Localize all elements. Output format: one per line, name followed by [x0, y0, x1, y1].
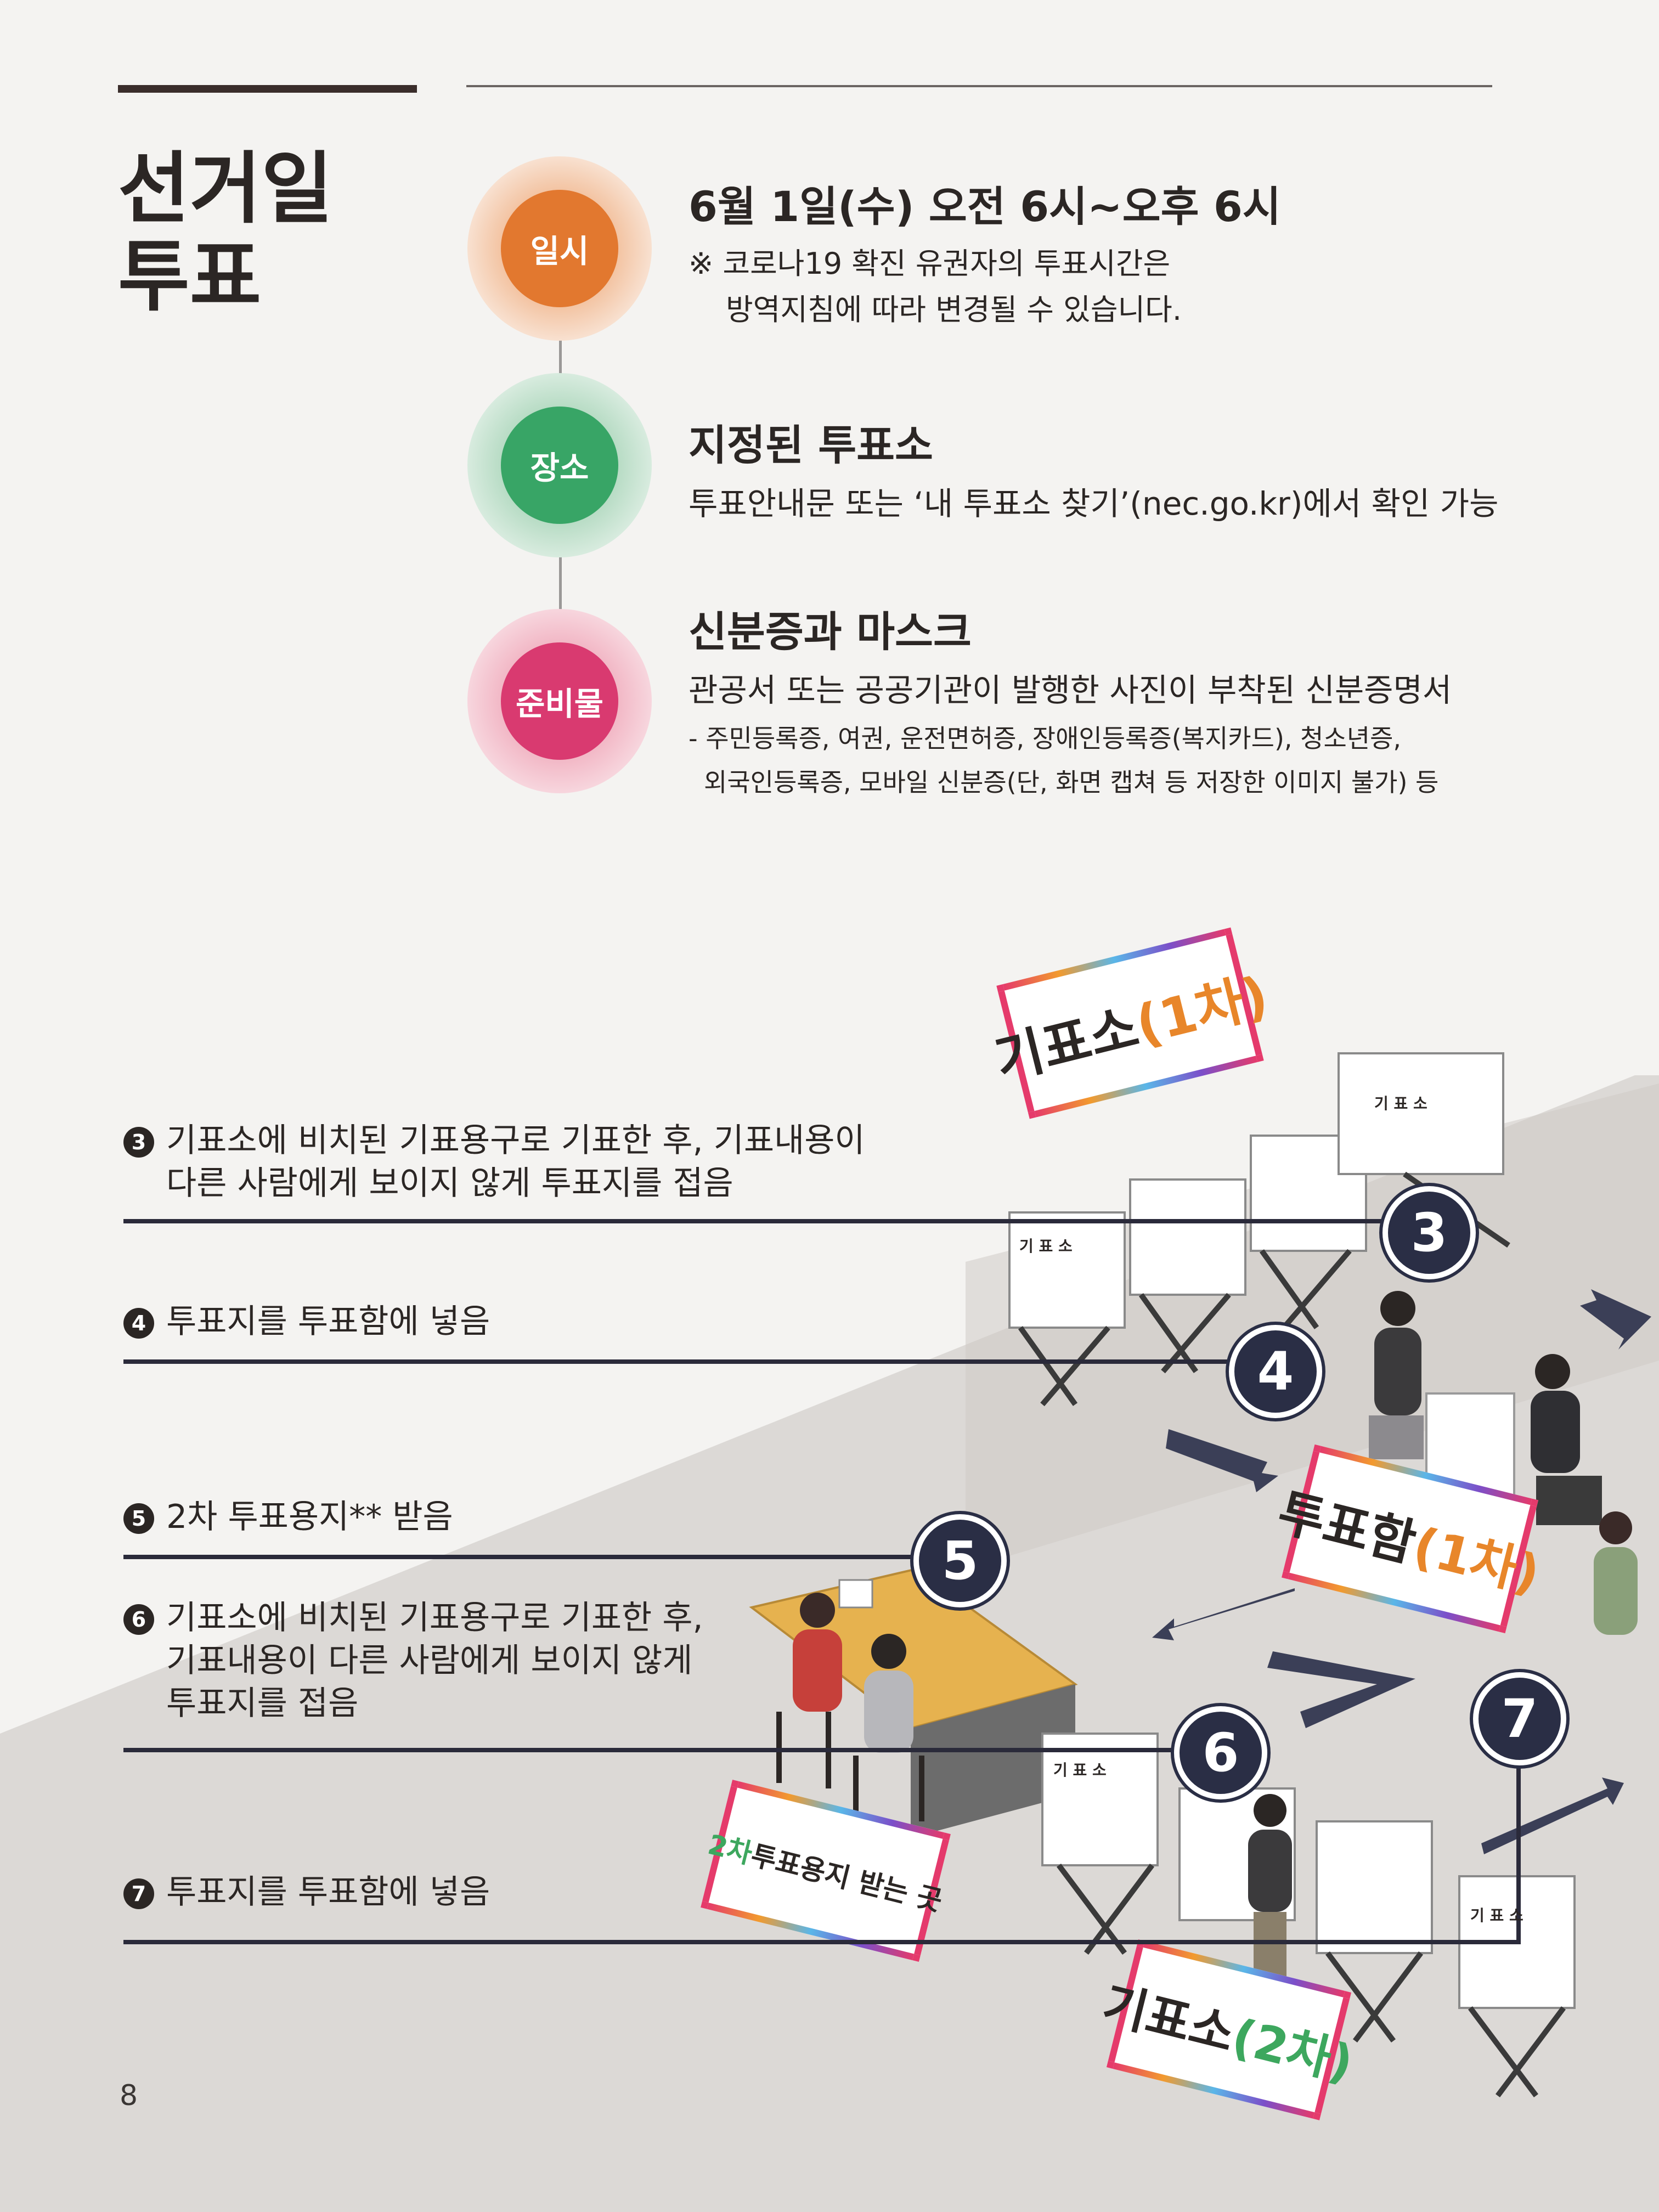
page-title: 선거일 투표 [118, 145, 333, 321]
schedule-heading-place: 지정된 투표소 [689, 421, 933, 470]
schedule-label-date: 일시 [501, 190, 618, 307]
step-7-number: 7 [123, 1878, 154, 1910]
step-3: 3 기표소에 비치된 기표용구로 기표한 후, 기표내용이 다른 사람에게 보이지… [123, 1119, 865, 1205]
sign-ballot-box-sub: (1차) [1407, 1516, 1546, 1604]
step-4: 4 투표지를 투표함에 넣음 [123, 1300, 490, 1343]
leader-line-step6 [123, 1748, 1215, 1752]
schedule-info-items: 신분증과 마스크 관공서 또는 공공기관이 발행한 사진이 부착된 신분증명서 … [689, 598, 1452, 804]
sign-booth-first-main: 기표소 [989, 996, 1145, 1092]
booth-label: 기 표 소 [1374, 1094, 1427, 1113]
schedule-circle-date: 일시 [467, 156, 652, 341]
schedule-label-items: 준비물 [501, 642, 618, 760]
booth-label: 기 표 소 [1470, 1906, 1523, 1925]
schedule-info-place: 지정된 투표소 투표안내문 또는 ‘내 투표소 찾기’(nec.go.kr)에서… [689, 411, 1499, 527]
step-5-number: 5 [123, 1503, 154, 1534]
schedule-heading-items: 신분증과 마스크 [689, 607, 972, 656]
booth-label: 기 표 소 [1019, 1237, 1073, 1255]
schedule-detail-items: 관공서 또는 공공기관이 발행한 사진이 부착된 신분증명서 [689, 672, 1452, 709]
leader-line-step4 [123, 1359, 1265, 1364]
booth-label: 기 표 소 [1053, 1761, 1107, 1779]
leader-line-step7 [123, 1940, 1521, 1944]
sign-booth-second-main: 기표소 [1097, 1975, 1240, 2063]
step-6-number: 6 [123, 1604, 154, 1635]
schedule-heading-date: 6월 1일(수) 오전 6시~오후 6시 [689, 182, 1281, 231]
sign-booth-second-sub: (2차) [1226, 2007, 1359, 2092]
step-4-number: 4 [123, 1308, 154, 1339]
sign-second-ballot-sub: 투표용지 받는 곳 [748, 1839, 946, 1917]
step-6-line1: 기표소에 비치된 기표용구로 기표한 후, [166, 1599, 703, 1637]
step-badge-6: 6 [1174, 1706, 1267, 1799]
header-rule-thick [118, 85, 417, 93]
booth-group-first [1008, 1052, 1504, 1329]
schedule-id-list-line2: 외국인등록증, 모바일 신분증(단, 화면 캡쳐 등 저장한 이미지 불가) 등 [704, 768, 1439, 797]
schedule-id-list-line1: - 주민등록증, 여권, 운전면허증, 장애인등록증(복지카드), 청소년증, [689, 724, 1402, 753]
leader-line-step5 [123, 1555, 935, 1559]
step-badge-7: 7 [1473, 1672, 1566, 1765]
step-7: 7 투표지를 투표함에 넣음 [123, 1871, 490, 1914]
schedule-note-line1: ※ 코로나19 확진 유권자의 투표시간은 [689, 246, 1171, 281]
step-badge-5: 5 [913, 1514, 1007, 1607]
step-6-line3: 투표지를 접음 [166, 1684, 359, 1723]
page-title-line1: 선거일 [118, 144, 333, 234]
leader-line-step3 [123, 1219, 1402, 1223]
step-6-line2: 기표내용이 다른 사람에게 보이지 않게 [166, 1641, 693, 1680]
step-5-line1: 2차 투표용지** 받음 [166, 1498, 453, 1536]
schedule-circle-items: 준비물 [467, 609, 652, 793]
sign-booth-first-sub: (1차) [1130, 964, 1274, 1056]
step-5: 5 2차 투표용지** 받음 [123, 1496, 453, 1538]
step-4-line1: 투표지를 투표함에 넣음 [166, 1302, 490, 1341]
schedule-label-place: 장소 [501, 407, 618, 524]
page-number: 8 [120, 2079, 138, 2112]
step-3-number: 3 [123, 1127, 154, 1158]
step-badge-3: 3 [1383, 1186, 1476, 1279]
header-rule-thin [466, 85, 1492, 87]
schedule-detail-place: 투표안내문 또는 ‘내 투표소 찾기’(nec.go.kr)에서 확인 가능 [689, 485, 1499, 522]
step-3-line1: 기표소에 비치된 기표용구로 기표한 후, 기표내용이 [166, 1121, 865, 1160]
schedule-info-date: 6월 1일(수) 오전 6시~오후 6시 ※ 코로나19 확진 유권자의 투표시… [689, 173, 1281, 333]
schedule-note-line2: 방역지침에 따라 변경될 수 있습니다. [726, 292, 1182, 327]
step-7-line1: 투표지를 투표함에 넣음 [166, 1873, 490, 1911]
page-title-line2: 투표 [118, 232, 262, 322]
step-badge-4: 4 [1229, 1325, 1322, 1418]
schedule-circle-place: 장소 [467, 373, 652, 557]
step-3-line2: 다른 사람에게 보이지 않게 투표지를 접음 [166, 1164, 733, 1203]
step-6: 6 기표소에 비치된 기표용구로 기표한 후, 기표내용이 다른 사람에게 보이지… [123, 1596, 703, 1725]
sign-ballot-box-main: 투표함 [1272, 1482, 1422, 1573]
